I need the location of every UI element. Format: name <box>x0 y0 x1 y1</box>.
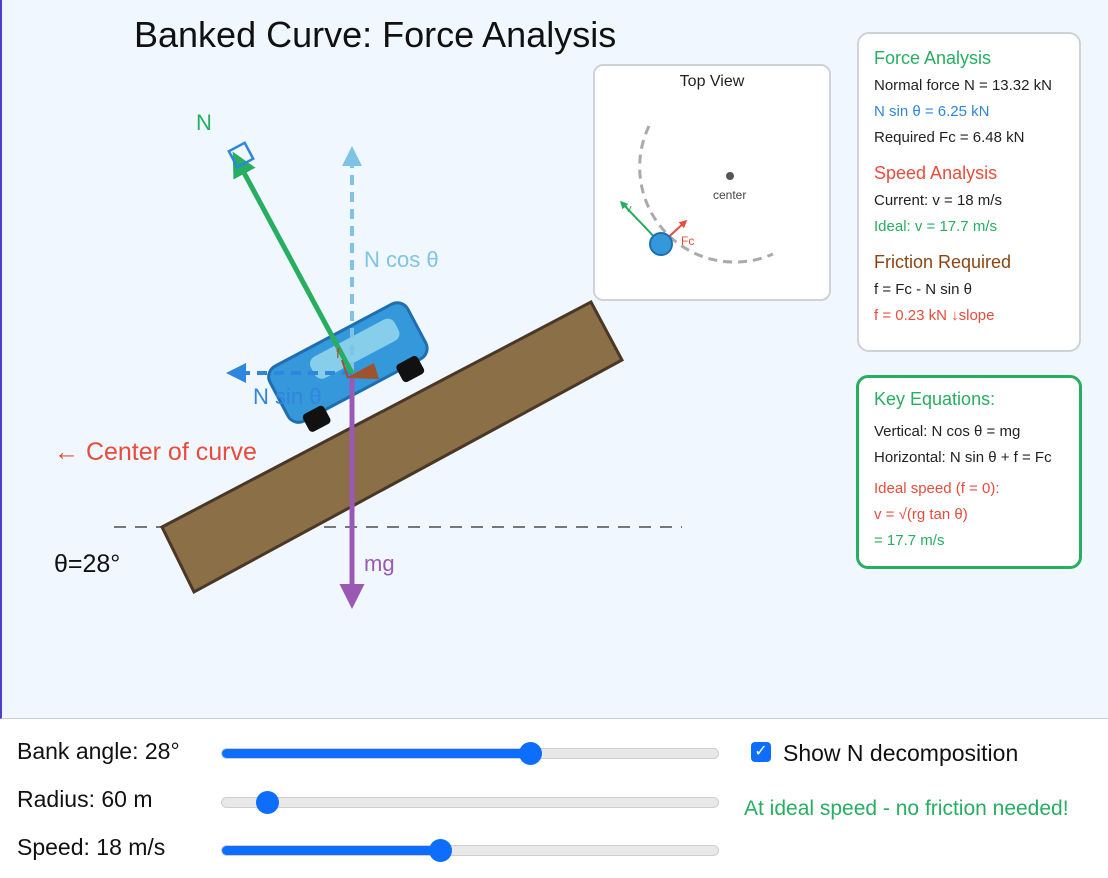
friction-formula: f = Fc - N sin θ <box>874 281 972 298</box>
key-equations-panel: Key Equations: Vertical: N cos θ = mg Ho… <box>856 375 1082 569</box>
radius-slider[interactable] <box>221 791 719 814</box>
ideal-speed-result: = 17.7 m/s <box>874 532 945 549</box>
n-sin-value: N sin θ = 6.25 kN <box>874 103 990 120</box>
bank-angle-slider-fill <box>222 749 530 758</box>
force-analysis-heading: Force Analysis <box>874 48 992 68</box>
friction-label: f <box>336 345 340 361</box>
curve-path <box>638 125 774 264</box>
show-decomposition-checkbox[interactable]: ✓ <box>751 742 771 762</box>
current-speed-value: Current: v = 18 m/s <box>874 192 1002 209</box>
n-sin-label: N sin θ <box>253 384 321 409</box>
ideal-speed-formula: v = √(rg tan θ) <box>874 506 968 523</box>
top-view-diagram <box>619 125 774 264</box>
normal-force-label: N <box>196 110 212 135</box>
page-title: Banked Curve: Force Analysis <box>134 14 617 55</box>
radius-slider-thumb[interactable] <box>255 791 279 814</box>
car-wheel-front <box>396 355 425 383</box>
simulation-canvas: N N cos θ N sin θ mg f Banked Curve: For… <box>0 0 1108 719</box>
bank-angle-slider[interactable] <box>221 742 719 765</box>
top-view-fc-label: Fc <box>681 234 695 248</box>
top-view-panel: Top View center Fc v <box>593 64 831 301</box>
car-wheel-rear <box>302 405 331 432</box>
key-equations-heading: Key Equations: <box>874 389 996 409</box>
speed-slider-thumb[interactable] <box>429 839 453 862</box>
friction-heading: Friction Required <box>874 252 1012 272</box>
force-diagram: N N cos θ N sin θ mg f <box>114 110 682 609</box>
vertical-equation: Vertical: N cos θ = mg <box>874 423 1021 440</box>
car-window <box>309 318 400 379</box>
n-cos-label: N cos θ <box>364 247 439 272</box>
required-fc-value: Required Fc = 6.48 kN <box>874 129 1025 146</box>
speed-slider-fill <box>222 846 441 855</box>
ideal-speed-value: Ideal: v = 17.7 m/s <box>874 218 997 235</box>
curve-center-dot <box>726 172 734 180</box>
show-decomposition-label[interactable]: Show N decomposition <box>783 740 1019 766</box>
bank-angle-label: θ=28° <box>54 550 121 578</box>
banked-road <box>160 299 625 595</box>
car-dot <box>649 232 673 256</box>
bank-angle-slider-label: Bank angle: 28° <box>17 738 180 764</box>
friction-value: f = 0.23 kN ↓slope <box>874 307 995 324</box>
speed-analysis-heading: Speed Analysis <box>874 163 998 183</box>
controls-panel: Bank angle: 28° Radius: 60 m Speed: 18 m… <box>0 719 1108 878</box>
speed-slider[interactable] <box>221 839 719 862</box>
top-view-center-label: center <box>713 188 747 202</box>
top-view-v-label: v <box>626 203 632 215</box>
ideal-speed-heading: Ideal speed (f = 0): <box>874 480 1000 497</box>
speed-slider-label: Speed: 18 m/s <box>17 834 166 860</box>
radius-slider-label: Radius: 60 m <box>17 786 153 812</box>
top-view-title: Top View <box>679 73 745 90</box>
weight-label: mg <box>364 551 395 576</box>
friction-status-message: At ideal speed - no friction needed! <box>744 797 1069 820</box>
bank-angle-slider-thumb[interactable] <box>518 742 542 765</box>
center-of-curve-label: ← Center of curve <box>54 438 257 466</box>
friction-stem <box>341 359 349 379</box>
right-angle-marker <box>227 141 255 169</box>
friction-arrow <box>346 363 379 379</box>
horizontal-equation: Horizontal: N sin θ + f = Fc <box>874 449 1052 466</box>
normal-force-arrow <box>232 151 355 375</box>
normal-force-value: Normal force N = 13.32 kN <box>874 77 1052 94</box>
force-analysis-panel: Force Analysis Normal force N = 13.32 kN… <box>857 32 1081 352</box>
